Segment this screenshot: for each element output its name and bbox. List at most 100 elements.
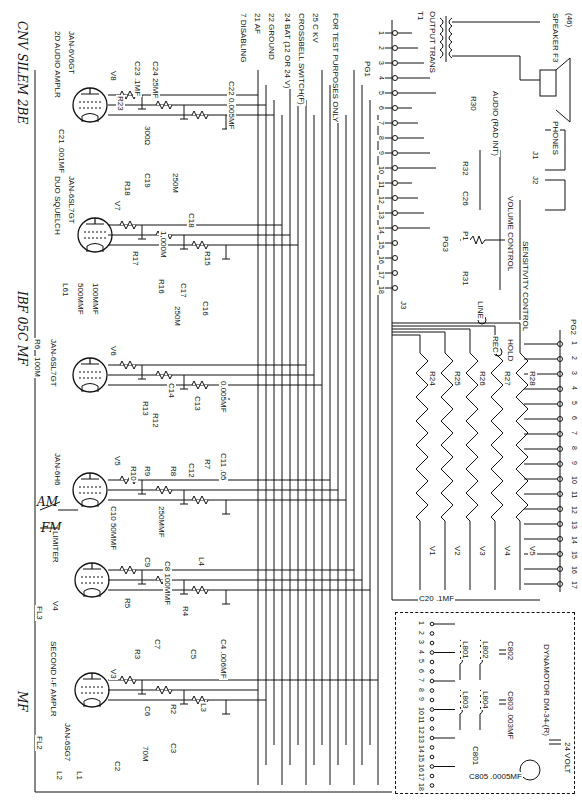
- wire: [120, 566, 136, 574]
- part-label: V2: [453, 545, 462, 557]
- wire: [142, 570, 143, 584]
- pin-number: 10: [377, 165, 385, 175]
- wire: [108, 385, 322, 386]
- part-label: R10: [129, 465, 138, 482]
- part-label: R26: [478, 370, 487, 387]
- pin-number: 16: [417, 763, 425, 773]
- pin-number: 6: [570, 415, 578, 421]
- wire: [393, 286, 398, 291]
- wire: [398, 198, 418, 199]
- wire: [180, 249, 188, 250]
- wire: [430, 746, 434, 750]
- part-label: PG1: [363, 60, 372, 78]
- part-label: P1: [461, 230, 470, 242]
- pin-number: 12: [417, 725, 425, 735]
- wire: [460, 664, 461, 680]
- part-label: C10 50MMF: [109, 505, 118, 551]
- wire: [430, 717, 434, 721]
- wire: [558, 477, 563, 482]
- part-label: C2: [113, 760, 122, 772]
- part-label: CNV SILEM 2BE: [15, 20, 28, 125]
- part-label: AUDIO (RAD INT): [491, 90, 500, 157]
- wire: [393, 271, 398, 276]
- wire: [480, 714, 481, 730]
- wire: [393, 106, 398, 111]
- part-label: L803: [461, 690, 470, 710]
- pin-number: 3: [377, 60, 385, 66]
- part-label: C14: [167, 382, 176, 399]
- wire: [480, 664, 481, 680]
- wire: [156, 486, 172, 494]
- wire: [460, 714, 461, 730]
- wire: [142, 480, 143, 494]
- part-label: VOLUME CONTROL: [506, 195, 515, 272]
- wire: [445, 332, 446, 345]
- part-label: REC: [491, 335, 500, 354]
- part-label: V3: [478, 545, 487, 557]
- wire: [370, 100, 371, 745]
- wire: [398, 48, 418, 49]
- wire: [558, 552, 563, 557]
- wire: [298, 85, 299, 745]
- wire: [393, 61, 398, 66]
- wire: [138, 239, 146, 240]
- wire: [192, 586, 208, 594]
- wire: [314, 115, 315, 765]
- part-label: C13: [193, 395, 202, 412]
- wire: [430, 632, 434, 636]
- pin-number: 9: [377, 150, 385, 156]
- part-label: MF: [15, 690, 28, 713]
- pin-number: 8: [377, 135, 385, 141]
- wire: [491, 345, 503, 590]
- pin-number: 5: [377, 90, 385, 96]
- wire: [524, 449, 557, 450]
- wire: [108, 570, 354, 571]
- part-label: C24 25MF: [151, 60, 160, 99]
- wire: [108, 680, 378, 681]
- part-label: JAN-6SL7GT: [49, 338, 58, 388]
- part-label: SECOND I-F AMPLR: [49, 640, 58, 718]
- part-label: T1: [416, 10, 425, 21]
- wire: [108, 500, 346, 501]
- part-label: 100MMF: [91, 282, 100, 316]
- wire: [558, 372, 563, 377]
- part-label: R17: [131, 250, 140, 267]
- wire: [430, 727, 434, 731]
- wire: [398, 78, 430, 79]
- part-label: C23 .1MF: [133, 60, 142, 97]
- part-label: OUTPUT TRANS: [428, 10, 437, 74]
- part-label: C5: [189, 648, 198, 660]
- part-label: C9: [143, 556, 152, 568]
- part-label: AM: [36, 496, 59, 509]
- wire: [430, 708, 434, 712]
- wire: [290, 70, 291, 765]
- part-label: HOLD: [506, 338, 515, 362]
- wire: [398, 93, 436, 94]
- part-label: V5: [528, 545, 537, 557]
- wire: [398, 168, 436, 169]
- part-label: 7 DISABLING: [239, 12, 248, 63]
- wire: [524, 464, 557, 465]
- wire: [549, 744, 561, 745]
- pin-number: 13: [417, 734, 425, 744]
- part-label: DUO SQUELCH: [53, 175, 62, 236]
- pin-number: 6: [417, 668, 425, 674]
- wire: [180, 119, 188, 120]
- wire: [398, 63, 424, 64]
- wire: [222, 604, 230, 605]
- pin-number: 14: [417, 744, 425, 754]
- wire: [393, 46, 398, 51]
- wire: [156, 371, 172, 379]
- pin-number: 9: [417, 696, 425, 702]
- wire: [393, 91, 398, 96]
- part-label: J3: [399, 300, 408, 310]
- part-label: L3: [199, 702, 208, 713]
- wire: [430, 736, 434, 740]
- wire: [398, 213, 424, 214]
- wire: [430, 784, 434, 788]
- wire: [524, 524, 557, 525]
- part-label: C801: [471, 745, 480, 766]
- pin-number: 17: [417, 772, 425, 782]
- wire: [430, 765, 434, 769]
- wire: [108, 105, 266, 106]
